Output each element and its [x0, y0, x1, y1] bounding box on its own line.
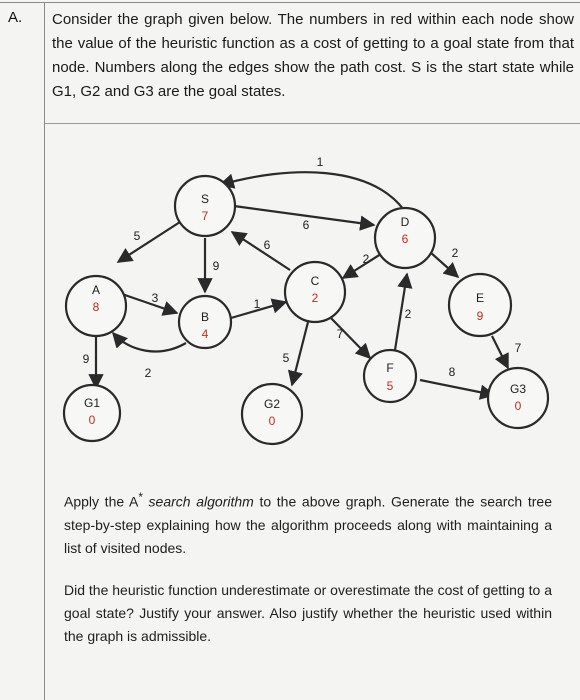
- intro-paragraph: Consider the graph given below. The numb…: [52, 11, 574, 100]
- search-graph: 5 9 6 1 9 3 2 1 6 5 7 2 2 2 8 7: [62, 155, 550, 446]
- edge-d-s: [218, 171, 405, 211]
- node-e: [447, 272, 513, 338]
- node-g3-heuristic: 0: [515, 399, 522, 413]
- node-e-name: E: [476, 291, 484, 305]
- node-g2: [240, 382, 304, 446]
- node-a: [64, 274, 128, 338]
- edge-label-d-c: 2: [363, 252, 370, 266]
- edge-s-d: [233, 204, 376, 231]
- node-b-heuristic: 4: [202, 327, 209, 341]
- question-1-sup: *: [138, 491, 143, 504]
- node-d-heuristic: 6: [402, 232, 409, 246]
- edge-label-s-a: 5: [134, 229, 141, 243]
- edge-label-a-g1: 9: [83, 352, 90, 366]
- table-row-divider: [44, 123, 580, 124]
- question-1-post: to the above graph. Generate the search …: [64, 493, 552, 556]
- node-g1-heuristic: 0: [89, 413, 96, 427]
- edge-a-b: [121, 292, 179, 316]
- question-1-italic: search algorithm: [142, 493, 254, 510]
- edge-label-f-d: 2: [405, 307, 412, 321]
- edge-s-a: [116, 221, 181, 263]
- edge-f-g3: [419, 378, 496, 400]
- node-s-name: S: [201, 192, 209, 206]
- edge-label-a-b: 3: [152, 291, 159, 305]
- edge-c-g2: [287, 321, 310, 387]
- table-top-border: [0, 2, 580, 3]
- question-1-pre: Apply the A: [64, 493, 139, 510]
- edge-c-s: [230, 231, 291, 271]
- node-c: [283, 260, 347, 324]
- node-a-heuristic: 8: [93, 300, 100, 314]
- node-b: [177, 294, 233, 350]
- question-1: Apply the A* search algorithm to the abo…: [64, 486, 552, 560]
- node-f-heuristic: 5: [387, 379, 394, 393]
- edge-label-b-c: 1: [254, 297, 261, 311]
- node-a-name: A: [92, 283, 100, 297]
- edge-label-s-d: 6: [303, 218, 310, 232]
- node-s: [173, 174, 237, 238]
- node-d: [373, 206, 437, 270]
- edge-label-f-g3: 8: [449, 365, 456, 379]
- node-s-heuristic: 7: [202, 209, 209, 223]
- node-b-name: B: [201, 310, 209, 324]
- edge-label-c-s: 6: [264, 238, 271, 252]
- edge-label-c-g2: 5: [283, 351, 290, 365]
- edge-label-d-s: 1: [317, 155, 324, 169]
- edge-label-b-a: 2: [145, 366, 152, 380]
- node-g2-name: G2: [264, 397, 280, 411]
- node-g1-name: G1: [84, 396, 100, 410]
- edge-label-e-g3: 7: [515, 341, 522, 355]
- edge-label-s-b: 9: [213, 259, 220, 273]
- node-e-heuristic: 9: [477, 309, 484, 323]
- edge-f-d: [393, 272, 413, 351]
- node-f: [362, 348, 418, 404]
- question-2: Did the heuristic function underestimate…: [64, 582, 552, 644]
- edge-b-a: [111, 331, 187, 353]
- node-f-name: F: [386, 361, 393, 375]
- node-d-name: D: [401, 215, 410, 229]
- node-c-heuristic: 2: [312, 291, 319, 305]
- edge-label-d-e: 2: [452, 246, 459, 260]
- edge-label-c-f: 7: [337, 327, 344, 341]
- edge-d-c: [341, 251, 385, 279]
- edge-e-g3: [491, 335, 509, 370]
- edge-d-e: [429, 251, 460, 279]
- table-column-divider: [44, 2, 45, 700]
- node-g3: [486, 366, 550, 430]
- edge-b-c: [230, 298, 288, 320]
- edge-c-f: [327, 314, 372, 360]
- node-c-name: C: [311, 274, 320, 288]
- node-g1: [62, 383, 122, 443]
- node-g2-heuristic: 0: [269, 414, 276, 428]
- section-label: A.: [8, 9, 23, 26]
- node-g3-name: G3: [510, 382, 526, 396]
